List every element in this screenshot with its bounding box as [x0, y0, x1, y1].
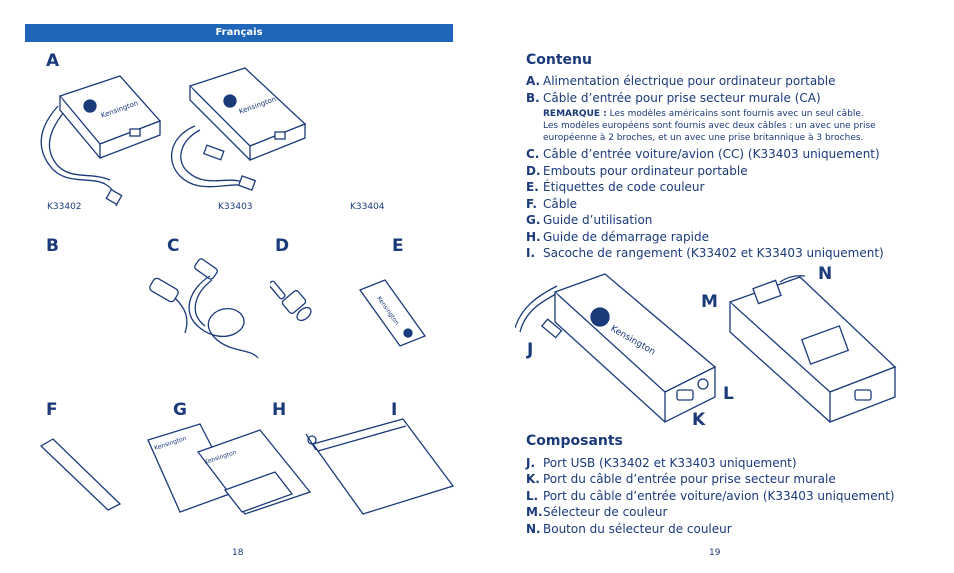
contents-item: D.Embouts pour ordinateur portable — [526, 164, 748, 178]
callout-l: L — [723, 384, 734, 404]
contents-item: E.Étiquettes de code couleur — [526, 180, 705, 194]
components-item: J.Port USB (K33402 et K33403 uniquement) — [526, 456, 797, 470]
label-a: A — [46, 51, 60, 71]
label-g: G — [173, 400, 187, 420]
guides-illustration: Kensington Kensington — [147, 423, 312, 515]
laptop-tip-illustration — [270, 280, 312, 322]
callout-j: J — [527, 340, 534, 360]
page-number-right: 19 — [709, 548, 721, 558]
color-code-labels-illustration: Kensington — [358, 279, 427, 347]
power-adapter-illustration: Kensington Kensington — [40, 67, 307, 207]
contents-item: B.Câble d’entrée pour prise secteur mura… — [526, 91, 821, 105]
contents-item: A.Alimentation électrique pour ordinateu… — [526, 74, 836, 88]
label-b: B — [46, 236, 59, 256]
label-h: H — [272, 400, 287, 420]
label-i: I — [391, 400, 398, 420]
components-item: L.Port du câble d’entrée voiture/avion (… — [526, 489, 895, 503]
callout-m: M — [701, 292, 718, 312]
contents-item: I.Sacoche de rangement (K33402 et K33403… — [526, 246, 884, 260]
contents-title: Contenu — [526, 52, 592, 68]
contents-item: C.Câble d’entrée voiture/avion (CC) (K33… — [526, 147, 880, 161]
contents-note: REMARQUE : Les modèles américains sont f… — [543, 109, 876, 143]
label-d: D — [275, 236, 290, 256]
label-f: F — [46, 400, 58, 420]
storage-pouch-illustration — [305, 418, 455, 515]
label-e: E — [392, 236, 404, 256]
contents-item: H.Guide de démarrage rapide — [526, 230, 709, 244]
adapter-components-illustration: Kensington — [515, 273, 897, 424]
language-header: Français — [25, 24, 453, 42]
contents-item: F.Câble — [526, 197, 578, 211]
label-c: C — [167, 236, 180, 256]
model-k33403: K33403 — [218, 202, 253, 212]
contents-item: G.Guide d’utilisation — [526, 213, 653, 227]
model-k33404: K33404 — [350, 202, 385, 212]
callout-n: N — [818, 264, 833, 284]
components-title: Composants — [526, 433, 623, 449]
components-item: N.Bouton du sélecteur de couleur — [526, 522, 732, 536]
components-item: M.Sélecteur de couleur — [526, 505, 668, 519]
car-air-cable-illustration — [149, 258, 259, 359]
model-k33402: K33402 — [47, 202, 82, 212]
callout-k: K — [692, 410, 706, 430]
cable-strap-illustration — [39, 438, 122, 511]
page-number-left: 18 — [232, 548, 244, 558]
components-item: K.Port du câble d’entrée pour prise sect… — [526, 472, 836, 486]
